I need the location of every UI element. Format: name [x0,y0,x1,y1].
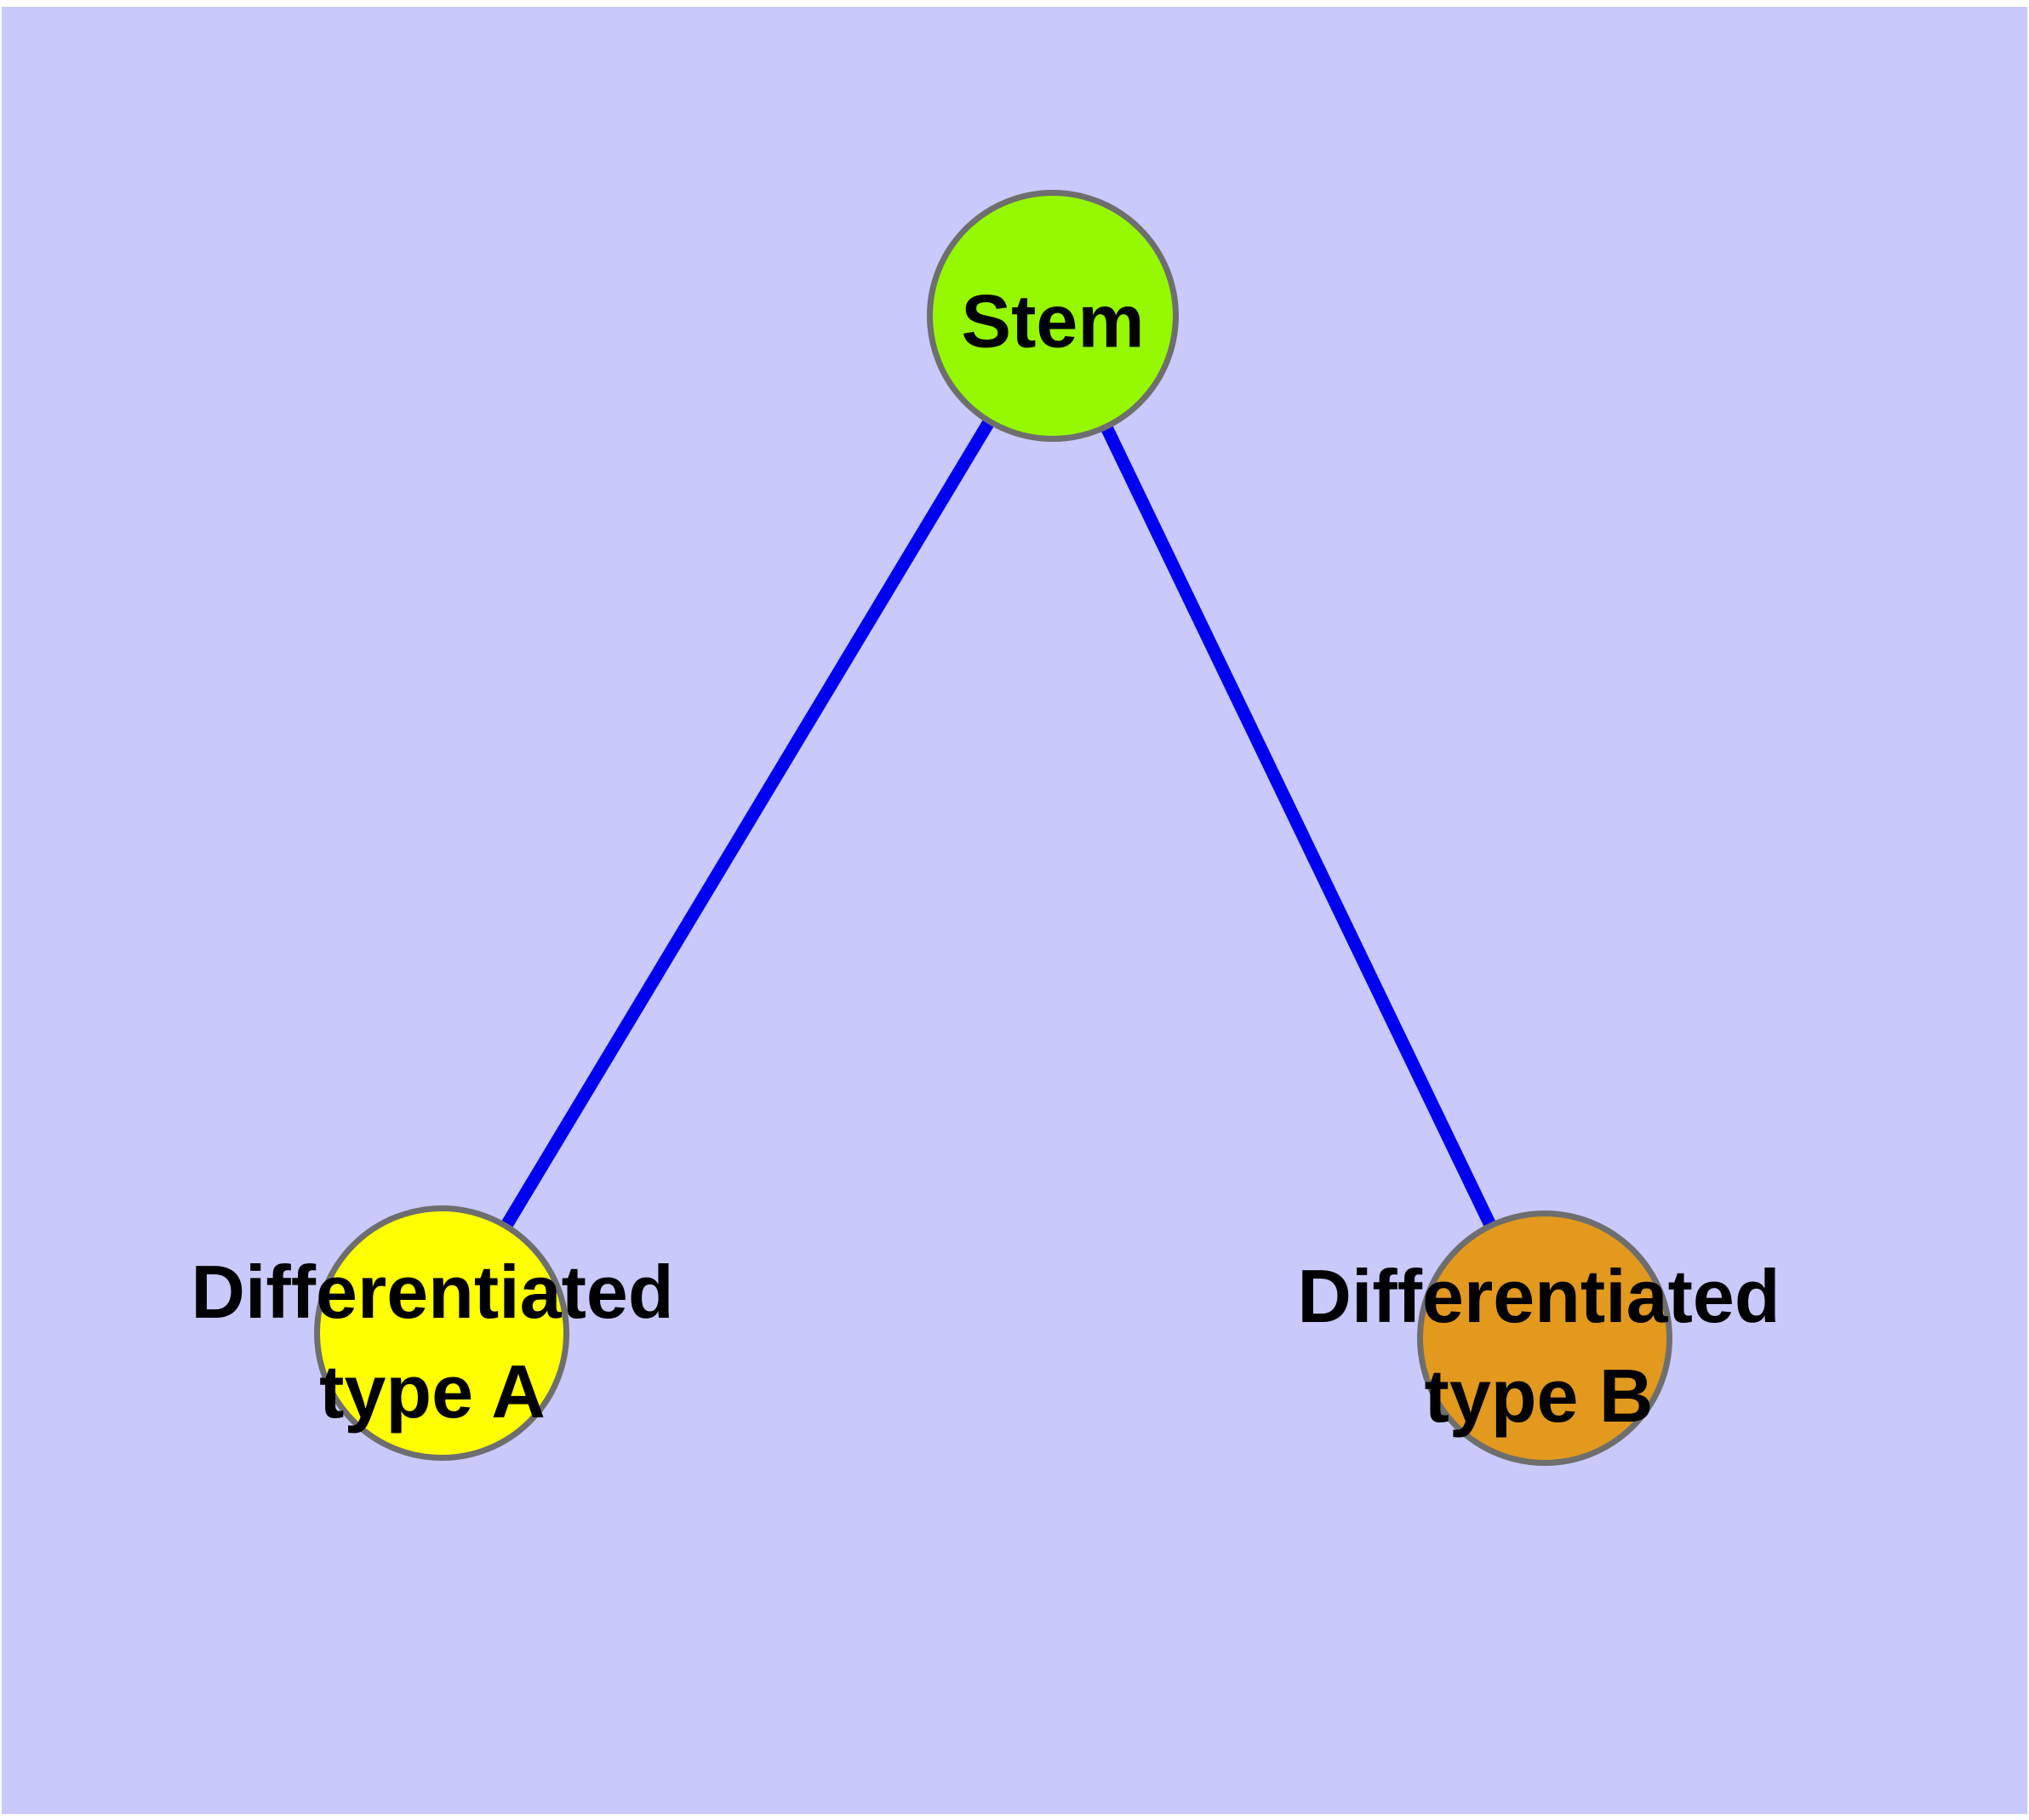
node-type-a-label-line1: Differentiated [191,1250,674,1334]
node-type-b-label-line2: type B [1424,1354,1654,1438]
edge-stem-to-type-b [1047,312,1551,1342]
node-stem-label-text: Stem [961,278,1145,363]
node-stem [927,190,1179,442]
node-type-b-label: Differentiated type B [1297,1246,1780,1445]
node-stem-label: Stem [961,272,1144,371]
node-differentiated-type-a [314,1205,569,1461]
node-type-a-label: Differentiated type A [191,1242,673,1441]
node-type-b-label-line1: Differentiated [1297,1254,1780,1338]
node-differentiated-type-b [1417,1210,1672,1466]
node-type-a-label-line2: type A [319,1349,546,1434]
edge-stem-to-type-a [436,312,1059,1336]
